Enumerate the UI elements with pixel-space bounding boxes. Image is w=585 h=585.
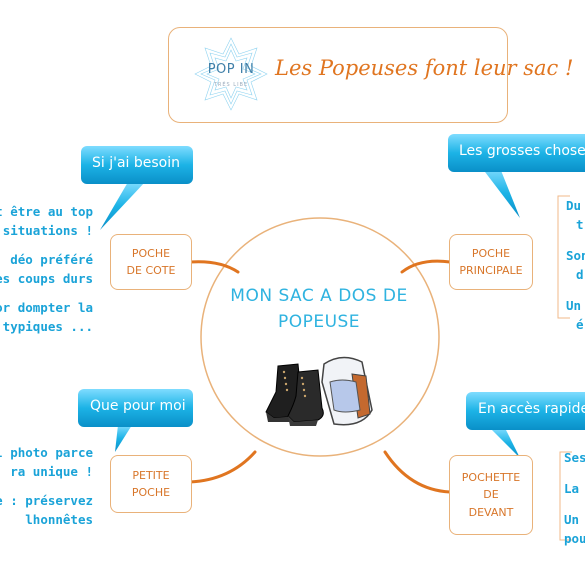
note-line: pou <box>564 531 585 546</box>
bracket-top-right <box>557 195 570 319</box>
note-line: t <box>576 217 584 232</box>
callout-top-right: Les grosses choses <box>459 143 585 159</box>
center-title-line1: MON SAC A DOS DE <box>230 286 408 306</box>
callout-top-right-bubble <box>448 134 585 218</box>
note-line: La <box>564 481 580 496</box>
note-line: l photo parce <box>0 445 93 460</box>
link-top-left <box>188 260 240 274</box>
note-line: e : préservez <box>0 493 93 508</box>
notes-top-right: Du t Son d Un é <box>566 196 585 334</box>
callout-bottom-right: En accès rapide <box>478 401 585 417</box>
note-line: é <box>576 317 584 332</box>
logo-tagline: TRÉS LIBE <box>213 82 249 88</box>
note-line: Un <box>564 512 580 527</box>
center-title-line2: POPEUSE <box>277 312 361 333</box>
note-line: t être au top <box>0 204 93 219</box>
note-line: lhonnêtes <box>25 512 93 527</box>
link-bottom-left <box>188 450 257 484</box>
center-title: MON SAC A DOS DE POPEUSE <box>214 283 424 336</box>
notes-top-left: t être au top situations ! déo préféré e… <box>0 202 93 336</box>
star-burst-icon <box>194 37 268 111</box>
callout-bottom-left: Que pour moi <box>90 398 186 414</box>
notes-bottom-right: Ses La Un pou <box>564 448 585 548</box>
center-circle <box>200 217 440 457</box>
note-line: d <box>576 267 584 282</box>
node-pochette-de-devant: POCHETTE DE DEVANT <box>449 455 533 535</box>
note-line: situations ! <box>2 223 93 238</box>
callout-bottom-left-bubble <box>78 389 193 452</box>
note-line: Un <box>566 298 582 313</box>
popin-logo: POP IN TRÉS LIBE <box>191 34 271 114</box>
callout-top-left-bubble <box>81 146 193 230</box>
note-line: Ses <box>564 450 585 465</box>
bracket-bottom-right <box>559 451 572 541</box>
note-line: ra unique ! <box>10 464 93 479</box>
header-banner: POP IN TRÉS LIBE Les Popeuses font leur … <box>168 27 573 123</box>
shoes-and-backpack-icon <box>262 352 380 432</box>
node-poche-de-cote: POCHE DE COTE <box>110 234 192 290</box>
link-top-right <box>400 259 452 274</box>
callout-top-left: Si j'ai besoin <box>92 155 181 171</box>
note-line: or dompter la <box>0 300 93 315</box>
node-petite-poche: PETITE POCHE <box>110 455 192 513</box>
note-line: ts typiques ... <box>0 319 93 334</box>
callout-bottom-right-bubble <box>466 392 585 458</box>
note-line: es coups durs <box>0 271 93 286</box>
logo-wordmark: POP IN <box>207 62 255 77</box>
link-bottom-right <box>383 450 452 494</box>
notes-bottom-left: l photo parce ra unique ! e : préservez … <box>0 443 93 529</box>
note-line: déo préféré <box>10 252 93 267</box>
page-title: Les Popeuses font leur sac ! <box>275 56 574 80</box>
note-line: Son <box>566 248 585 263</box>
note-line: Du <box>566 198 582 213</box>
node-poche-principale: POCHE PRINCIPALE <box>449 234 533 290</box>
